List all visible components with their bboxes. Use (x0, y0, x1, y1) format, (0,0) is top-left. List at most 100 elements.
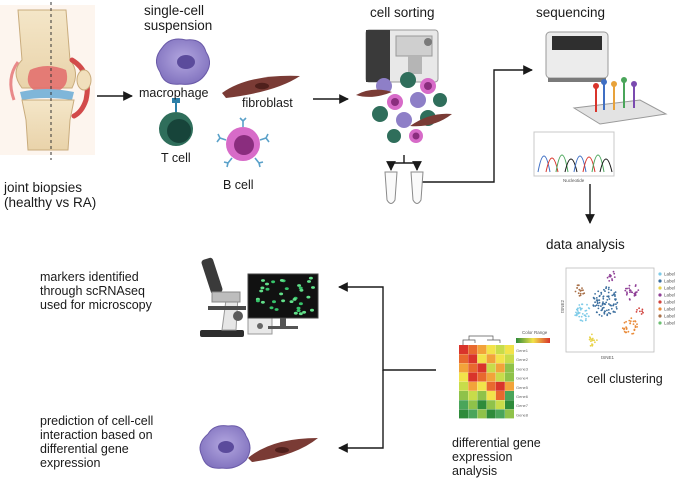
tsne-y-label: tSNE2 (560, 299, 566, 314)
fluorescent-cell (297, 284, 302, 287)
heatmap-cell (468, 409, 478, 419)
tsne-point (625, 320, 627, 323)
heatmap-cell (505, 391, 514, 400)
heatmap-row-label: Gene1 (516, 348, 529, 353)
microscopy-text: markers identified through scRNAseq used… (40, 270, 152, 312)
tsne-point (606, 299, 609, 301)
heatmap-row-label: Gene7 (516, 403, 529, 408)
heatmap-row-label: Gene5 (516, 385, 529, 390)
tsne-point (584, 319, 587, 322)
tsne-point (626, 292, 628, 295)
tsne-point (632, 323, 635, 325)
heatmap-cell (486, 372, 496, 382)
tsne-point (608, 280, 611, 282)
fluorescent-cell (296, 306, 301, 310)
tsne-point (629, 291, 631, 293)
tsne-point (614, 295, 616, 297)
heatmap-cell (468, 400, 478, 410)
tsne-point (585, 309, 588, 312)
fluorescent-cell (307, 280, 311, 283)
flow-cell-illustration (572, 77, 668, 125)
arrow-to-interaction (338, 370, 384, 453)
tsne-legend-swatch (658, 321, 662, 325)
tsne-point (578, 315, 581, 318)
tsne-point (592, 296, 595, 299)
heatmap-cell (459, 409, 468, 419)
macrophage-label: macrophage (139, 86, 209, 100)
tsne-point (586, 303, 588, 306)
tsne-legend-swatch (658, 293, 662, 297)
tsne-point (592, 304, 595, 307)
heatmap-cell (486, 400, 496, 410)
fluorescent-cell (306, 295, 311, 299)
tsne-x-label: tSNE1 (601, 355, 615, 360)
heatmap-cell (468, 354, 478, 364)
heatmap-cell (477, 391, 487, 400)
tsne-point (607, 288, 610, 291)
heatmap-cell (477, 372, 487, 382)
fluorescent-cell (308, 276, 313, 280)
tsne-point (589, 344, 592, 347)
tsne-point (600, 315, 603, 317)
tsne-point (641, 308, 644, 311)
tsne-point (606, 309, 608, 312)
tsne-point (603, 302, 606, 305)
tsne-legend-label: Label (664, 300, 675, 305)
fluorescent-cell (259, 289, 264, 293)
clustering-title: cell clustering (587, 372, 663, 386)
tsne-point (597, 307, 600, 310)
tsne-point (578, 312, 581, 314)
tsne-point (634, 294, 637, 297)
tsne-point (631, 291, 634, 294)
tsne-point (625, 287, 627, 290)
fluorescent-cell (310, 308, 314, 312)
heatmap-row-label: Gene8 (516, 412, 529, 417)
tsne-point (608, 303, 610, 305)
heatmap-row-label: Gene3 (516, 366, 529, 371)
tsne-point (612, 270, 615, 273)
tsne-point (581, 287, 583, 289)
heatmap-cell (468, 381, 478, 391)
tsne-point (635, 311, 638, 313)
tsne-point (629, 322, 632, 325)
tsne-point (598, 301, 601, 304)
heatmap-cell (477, 363, 487, 373)
interaction-macrophage-icon (199, 425, 251, 469)
tsne-point (587, 307, 590, 309)
heatmap-cell (495, 354, 505, 364)
tsne-legend-label: Label (664, 307, 675, 312)
tsne-point (580, 319, 582, 322)
tsne-point (589, 337, 592, 340)
tsne-point (628, 298, 631, 300)
tsne-point (586, 312, 588, 315)
cell-sorter-machine (365, 29, 439, 83)
tsne-point (628, 287, 630, 290)
heatmap-legend-title: Color Range (522, 330, 548, 335)
interaction-fibroblast-icon (248, 438, 318, 462)
chromatogram-plot (533, 131, 615, 177)
tsne-point (591, 333, 593, 336)
tsne-point (633, 292, 636, 295)
tsne-point (594, 341, 596, 344)
tsne-legend-label: Label (664, 279, 675, 284)
tsne-point (591, 339, 594, 341)
tsne-point (605, 286, 608, 288)
sequencing-title: sequencing (536, 5, 606, 20)
tsne-point (623, 328, 625, 331)
fluorescent-cell (265, 287, 270, 291)
tsne-point (613, 276, 616, 278)
heatmap-cell (459, 345, 468, 354)
tsne-point (587, 315, 590, 318)
tsne-point (581, 303, 583, 306)
tsne-point (610, 307, 613, 310)
knee-joint-illustration (0, 2, 95, 160)
tsne-point (639, 310, 641, 313)
tsne-legend-label: Label (664, 272, 675, 277)
tsne-point (636, 323, 638, 326)
heatmap-cell (459, 372, 468, 382)
tsne-point (576, 313, 578, 315)
heatmap-cell (495, 391, 505, 400)
heatmap-cell (486, 381, 496, 391)
